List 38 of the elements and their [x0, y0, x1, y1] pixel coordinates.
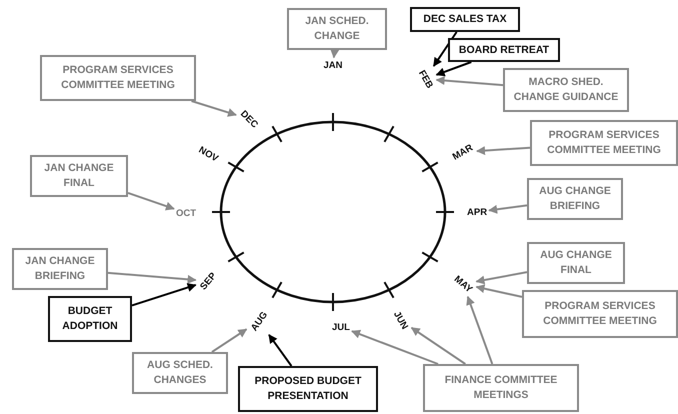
month-label: JUL [332, 322, 350, 332]
arrow [488, 204, 528, 214]
month-label: APR [467, 206, 488, 218]
event-box: MACRO SHED. CHANGE GUIDANCE [503, 68, 629, 112]
event-box: PROGRAM SERVICES COMMITTEE MEETING [40, 55, 196, 101]
event-box: PROPOSED BUDGET PRESENTATION [238, 366, 378, 412]
arrow [108, 272, 197, 284]
arrow [211, 328, 248, 353]
event-box: JAN CHANGE FINAL [30, 155, 128, 197]
arrow [466, 296, 494, 364]
arrow [351, 330, 438, 365]
event-box: JAN CHANGE BRIEFING [12, 248, 108, 290]
event-box: JAN SCHED. CHANGE [287, 8, 387, 50]
event-box: PROGRAM SERVICES COMMITTEE MEETING [522, 290, 678, 338]
event-box: FINANCE COMMITTEE MEETINGS [423, 364, 579, 412]
arrow [128, 192, 175, 210]
event-box: BUDGET ADOPTION [48, 296, 132, 342]
month-label: JAN [324, 60, 343, 70]
arrow [436, 76, 504, 86]
arrow [191, 100, 237, 117]
arrow [410, 326, 466, 365]
event-box: BOARD RETREAT [448, 38, 560, 62]
arrow [330, 48, 340, 58]
month-label: NOV [196, 144, 220, 164]
arrow [268, 334, 292, 367]
arrow [476, 284, 522, 298]
arrow [476, 146, 530, 156]
event-box: AUG CHANGE FINAL [527, 242, 625, 284]
arrow [476, 271, 528, 284]
arrow [132, 283, 197, 306]
arrow [432, 31, 458, 67]
event-box: DEC SALES TAX [410, 7, 520, 32]
event-box: AUG SCHED. CHANGES [132, 352, 228, 394]
event-box: AUG CHANGE BRIEFING [527, 178, 623, 220]
month-label: MAR [450, 142, 475, 162]
arrow [436, 61, 472, 76]
event-box: PROGRAM SERVICES COMMITTEE MEETING [530, 120, 678, 166]
month-label: OCT [176, 208, 196, 218]
